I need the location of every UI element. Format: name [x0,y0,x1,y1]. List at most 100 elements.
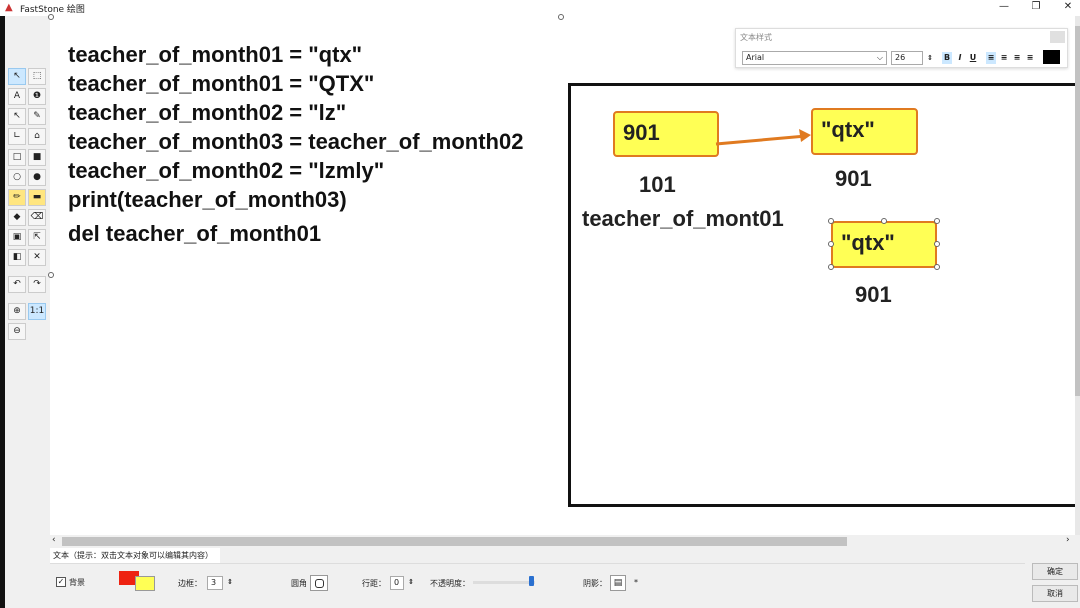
background-checkbox[interactable]: ✓ [56,577,66,587]
cancel-button[interactable]: 取消 [1032,585,1078,602]
code-line[interactable]: teacher_of_month02 = "lzmly" [68,158,385,183]
underline-button[interactable]: U [969,53,977,62]
canvas-handle[interactable] [558,14,564,20]
variable-box[interactable]: 901 [613,111,719,157]
scroll-thumb[interactable] [62,537,847,546]
fill-tool[interactable]: ◆ [8,209,26,226]
rectangle-tool[interactable]: □ [8,149,26,166]
line-tool[interactable]: ∟ [8,128,26,145]
scroll-left-icon[interactable]: ‹ [52,535,56,545]
rect-select-tool[interactable]: ⬚ [28,68,46,85]
zoom-out-button[interactable]: ⊖ [8,323,26,340]
left-edge [0,16,5,608]
code-line[interactable]: teacher_of_month02 = "lz" [68,100,347,125]
filled-ellipse-tool[interactable]: ● [28,169,46,186]
vertical-scrollbar[interactable] [1075,16,1080,535]
object-1-value: "qtx" [821,117,875,142]
opacity-slider[interactable] [473,581,535,584]
font-size-value: 26 [895,53,906,62]
resize-handle[interactable] [828,264,834,270]
resize-handle[interactable] [934,264,940,270]
code-line[interactable]: teacher_of_month03 = teacher_of_month02 [68,129,524,154]
border-label: 边框： [178,579,202,588]
polygon-tool[interactable]: ⌂ [28,128,46,145]
line-spacing-label: 行距： [362,579,386,588]
highlight-rect-tool[interactable]: ▬ [28,189,46,206]
background-label: 背景 [69,578,85,587]
zoom-in-button[interactable]: ⊕ [8,303,26,320]
title-bar: ▲ FastStone 绘图 — ❐ ✕ [0,0,1080,16]
resize-handle[interactable] [934,218,940,224]
ok-button[interactable]: 确定 [1032,563,1078,580]
text-style-panel: 文本样式 Arial⌵ 26 ⇕ B I U ≡ ≡ ≡ ≡ [735,28,1068,68]
variable-box-value: 901 [623,120,660,145]
variable-id: 101 [639,172,676,197]
line-spacing-input[interactable]: 0 [390,576,404,590]
align-center-icon[interactable]: ≡ [1000,53,1008,62]
cursor-tool[interactable]: ⇱ [28,229,46,246]
justify-icon[interactable]: ≡ [1026,53,1034,62]
scroll-right-icon[interactable]: › [1066,535,1070,545]
text-color-swatch[interactable] [1043,50,1060,64]
window-title: FastStone 绘图 [20,5,85,15]
minimize-button[interactable]: — [999,1,1009,12]
code-line[interactable]: teacher_of_month01 = "QTX" [68,71,375,96]
object-box-1[interactable]: "qtx" [811,108,918,155]
text-tool[interactable]: A [8,88,26,105]
line-spacing-spinner[interactable]: ⇕ [408,578,414,586]
variable-name: teacher_of_mont01 [582,206,784,231]
object-box-2[interactable]: "qtx" [831,221,937,268]
horizontal-scrollbar[interactable]: ‹ › [50,535,1080,548]
border-width-input[interactable]: 3 [207,576,223,590]
opacity-slider-thumb[interactable] [528,576,534,586]
resize-handle[interactable] [934,241,940,247]
shadow-star: * [634,578,638,587]
canvas-handle[interactable] [48,14,54,20]
resize-handle[interactable] [828,218,834,224]
select-tool[interactable]: ↖ [8,68,26,85]
callout-tool[interactable]: ❶ [28,88,46,105]
undo-button[interactable]: ↶ [8,276,26,293]
font-size-select[interactable]: 26 [891,51,923,65]
filled-rectangle-tool[interactable]: ■ [28,149,46,166]
diagram-frame[interactable]: 901 "qtx" 101 901 teacher_of_mont01 "qtx… [568,83,1078,507]
resize-handle[interactable] [828,241,834,247]
hint-tab: 文本（提示：双击文本对象可以编辑其内容） [50,548,220,563]
code-line[interactable]: del teacher_of_month01 [68,221,322,246]
canvas-handle[interactable] [48,272,54,278]
object-1-id: 901 [835,166,872,191]
close-button[interactable]: ✕ [1063,1,1073,12]
eraser-tool[interactable]: ⌫ [28,209,46,226]
border-color-swatch[interactable] [119,571,139,585]
ellipse-tool[interactable]: ○ [8,169,26,186]
shadow-button[interactable]: ▤ [610,575,626,591]
frame-tool[interactable]: ◧ [8,249,26,266]
font-select[interactable]: Arial⌵ [742,51,887,65]
align-left-icon[interactable]: ≡ [986,52,996,64]
panel-close[interactable] [1050,31,1065,43]
reference-arrow [715,129,811,146]
restore-button[interactable]: ❐ [1031,1,1041,12]
drawing-canvas[interactable]: teacher_of_month01 = "qtx" teacher_of_mon… [48,14,1078,535]
code-line[interactable]: print(teacher_of_month03) [68,187,347,212]
object-2-value: "qtx" [841,230,895,255]
code-line[interactable]: teacher_of_month01 = "qtx" [68,42,363,67]
rounded-corner-button[interactable] [310,575,328,591]
italic-button[interactable]: I [958,53,962,62]
shadow-label: 阴影： [583,579,607,588]
redo-button[interactable]: ↷ [28,276,46,293]
highlighter-tool[interactable]: ✏ [8,189,26,206]
border-spinner[interactable]: ⇕ [227,578,233,586]
fill-color-swatch[interactable] [135,576,155,591]
arrow-tool[interactable]: ↖ [8,108,26,125]
align-right-icon[interactable]: ≡ [1013,53,1021,62]
size-spinner[interactable]: ⇕ [927,54,933,62]
resize-handle[interactable] [881,218,887,224]
delete-tool[interactable]: ✕ [28,249,46,266]
properties-bar: 文本（提示：双击文本对象可以编辑其内容） ✓ 背景 边框： 3 ⇕ 圆角 行距：… [50,548,1080,608]
actual-size-button[interactable]: 1:1 [28,303,46,320]
insert-image-tool[interactable]: ▣ [8,229,26,246]
pen-tool[interactable]: ✎ [28,108,46,125]
bold-button[interactable]: B [942,52,952,64]
